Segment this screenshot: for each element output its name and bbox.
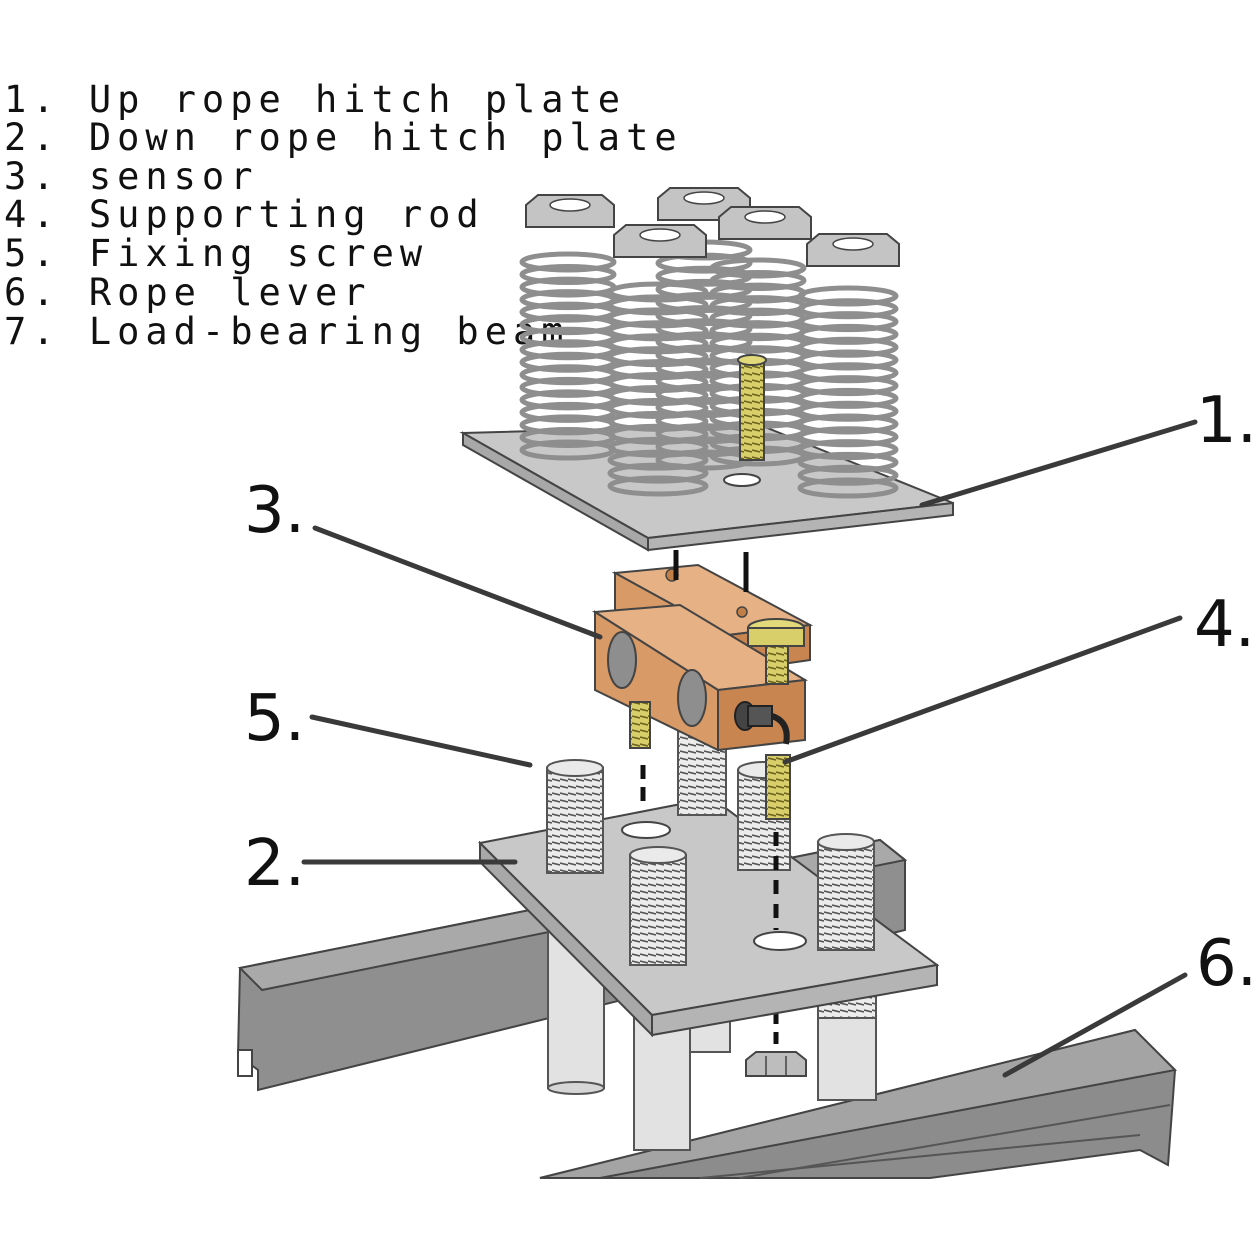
spring-1 [519,251,617,461]
leader-line-5 [309,714,533,768]
leader-line-3 [312,525,603,640]
spring-coil [797,336,899,358]
callouts: 1. 3. 4. 5. 2. 6. [244,384,1257,1001]
legend-item-up-rope-hitch-plate: 1. Up rope hitch plate [4,78,626,121]
spring-coil [797,387,899,409]
spring-coil [607,475,709,497]
legend-item-down-rope-hitch-plate: 2. Down rope hitch plate [4,116,683,159]
callout-1: 1. [1196,384,1257,458]
spring-coil [797,400,899,422]
spring-coil [797,285,899,307]
callout-4: 4. [1194,588,1255,662]
spring-coil [607,423,709,445]
callout-3: 3. [244,474,305,548]
spring-coil [797,311,899,333]
hex-nuts [525,187,900,267]
spring-coil [797,413,899,435]
legend-item-fixing-screw: 5. Fixing screw [4,232,428,275]
legend: 1. Up rope hitch plate 2. Down rope hitc… [4,78,683,353]
spring-coil [607,410,709,432]
hex-nut-icon [613,224,707,258]
spring-coil [607,462,709,484]
leader-line-6 [1002,972,1188,1078]
spring-coil [655,318,753,340]
legend-item-load-bearing-beam: 7. Load-bearing beam [4,310,570,353]
spring-coil [797,439,899,461]
spring-coil [519,326,617,348]
spring-coil [797,464,899,486]
spring-coil [607,436,709,458]
spring-coil [655,331,753,353]
spring-coil [519,339,617,361]
bottom-nut-icon [745,1051,807,1077]
spring-coil [797,375,899,397]
hex-nut-icon [525,194,615,228]
spring-coil [797,323,899,345]
spring-5 [797,285,899,499]
spring-coil [519,251,617,273]
spring-coil [709,257,807,279]
spring-coil [797,451,899,473]
fixing-screw [629,701,651,749]
spring-coil [607,397,709,419]
callout-2: 2. [244,827,305,901]
leader-line-1 [919,419,1198,508]
spring-coil [797,362,899,384]
spring-coil [797,349,899,371]
up-rope-hitch-plate [459,423,954,552]
legend-item-rope-lever: 6. Rope lever [4,271,372,314]
callout-5: 5. [244,682,305,756]
legend-item-supporting-rod: 4. Supporting rod [4,193,485,236]
legend-item-sensor: 3. sensor [4,155,258,198]
spring-coil [709,270,807,292]
spring-center-bolt [737,354,767,461]
callout-6: 6. [1196,927,1257,1001]
spring-coil [797,426,899,448]
leader-lines [301,419,1198,1078]
leader-line-4 [782,615,1183,765]
supporting-rod [747,618,805,820]
spring-coil [797,477,899,499]
spring-coil [519,314,617,336]
hex-nut-icon [718,206,812,240]
hex-nut-icon [806,233,900,267]
spring-coil [607,449,709,471]
spring-coil [797,298,899,320]
spring-coil [607,384,709,406]
spring-coil [519,264,617,286]
cable-connector-icon [734,701,790,745]
